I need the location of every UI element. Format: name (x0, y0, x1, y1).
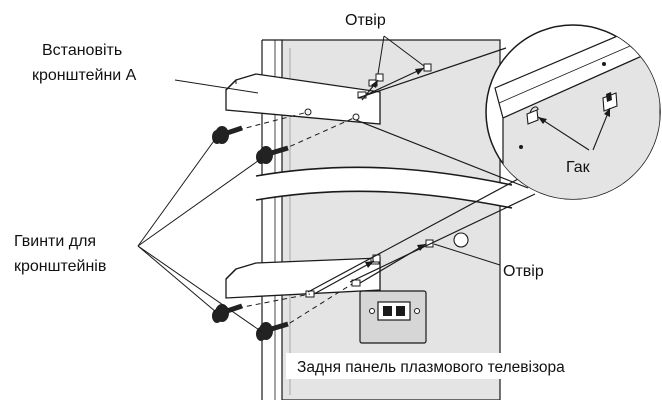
panel-hole-top-1 (375, 73, 384, 82)
label-screws-line2: кронштейнів (14, 258, 106, 275)
panel-round-hole (453, 232, 469, 248)
label-screws-line1: Гвинти для (14, 233, 96, 250)
magnified-detail (307, 24, 661, 293)
cutaway-band (256, 167, 512, 208)
bracket-a-bottom (225, 257, 381, 299)
panel-hole-top-2 (423, 63, 432, 72)
label-install-line1: Встановіть (42, 42, 122, 59)
screw-bottom-2 (256, 321, 289, 341)
screw-top-1 (212, 125, 243, 144)
caption-background (286, 353, 658, 379)
power-connector (359, 290, 427, 344)
caption-tv-rear-panel: Задня панель плазмового телевізора (297, 359, 565, 376)
screw-bottom-1 (212, 303, 243, 323)
label-hook: Гак (566, 159, 591, 176)
screw-guide-lines (237, 111, 357, 329)
label-leaders (137, 35, 501, 333)
panel-hole-bottom-1 (425, 239, 434, 248)
label-hole-bottom: Отвір (503, 263, 544, 280)
label-install-line2: кронштейни A (32, 67, 137, 84)
label-hole-top: Отвір (345, 12, 386, 29)
